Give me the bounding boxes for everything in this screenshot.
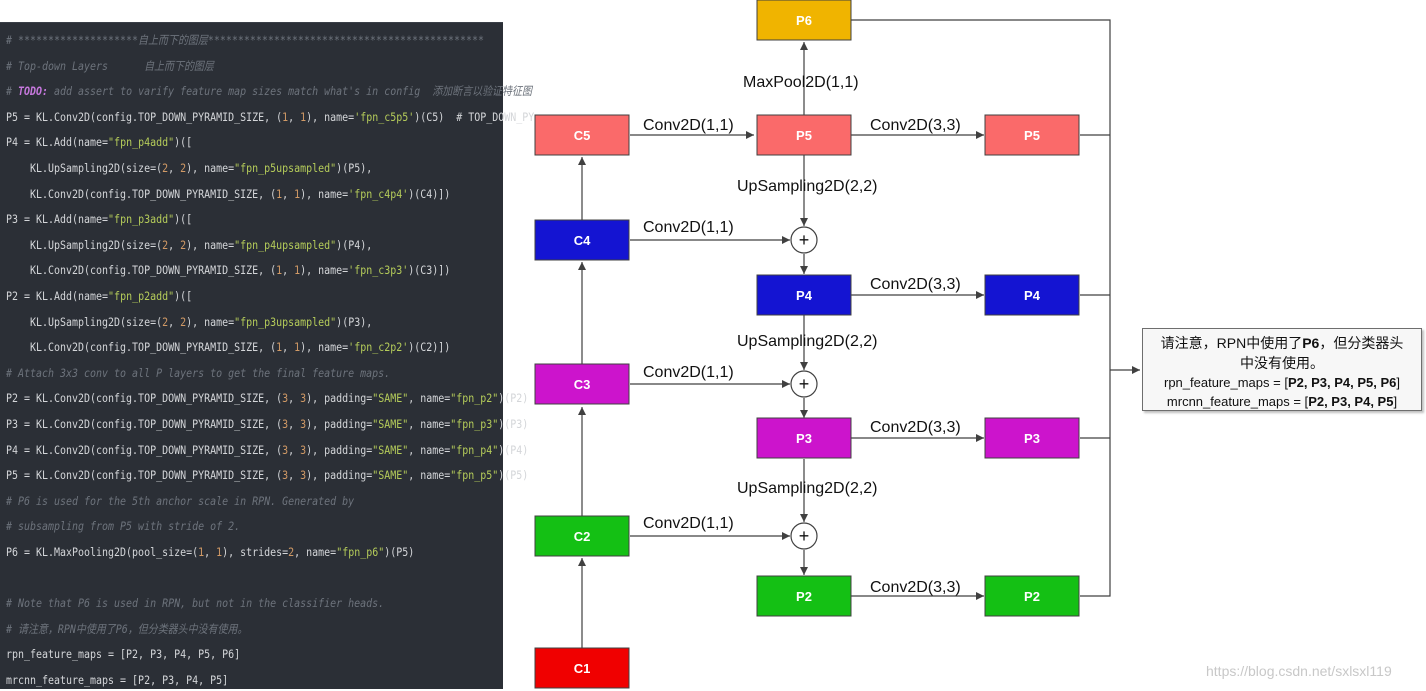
code-line: P4 = KL.Conv2D(config.TOP_DOWN_PYRAMID_S… [6,442,529,457]
collector-p6 [851,19,1111,597]
add-symbol: + [799,374,810,394]
code-line: KL.Conv2D(config.TOP_DOWN_PYRAMID_SIZE, … [6,340,451,355]
box-c1: C1 [534,647,630,689]
code-line: # Attach 3x3 conv to all P layers to get… [6,365,391,380]
code-line: KL.Conv2D(config.TOP_DOWN_PYRAMID_SIZE, … [6,263,451,278]
note-rpn-maps: rpn_feature_maps = [P2, P3, P4, P5, P6] [1164,375,1400,390]
add-node-3: + [790,370,818,398]
box-p4: P4 [756,274,852,316]
code-line: P3 = KL.Conv2D(config.TOP_DOWN_PYRAMID_S… [6,417,529,431]
box-c3: C3 [534,363,630,405]
box-c4: C4 [534,219,630,261]
edge-label-p5-conv: Conv2D(3,3) [870,117,961,134]
edge-label-c4-conv: Conv2D(1,1) [643,219,734,236]
box-label-p5-out: P5 [1024,128,1040,143]
box-label-p2: P2 [796,589,812,604]
edge-label-p4-conv: Conv2D(3,3) [870,276,961,293]
edge-label-c5-conv: Conv2D(1,1) [643,117,734,134]
add-symbol: + [799,230,810,250]
box-label-p4-out: P4 [1024,288,1041,303]
add-node-2: + [790,522,818,550]
box-p5: P5 [756,114,852,156]
edge-label-up-p5: UpSampling2D(2,2) [737,178,878,195]
code-line: P2 = KL.Add(name="fpn_p2add")([ [6,289,193,303]
box-p5-out: P5 [984,114,1080,156]
code-line: # TODO: add assert to varify feature map… [6,84,532,99]
box-p4-out: P4 [984,274,1080,316]
edge-label-c2-conv: Conv2D(1,1) [643,515,734,532]
note-line-1: 请注意，RPN中使用了P6，但分类器头 [1160,335,1404,351]
code-line: mrcnn_feature_maps = [P2, P3, P4, P5] [6,673,229,687]
code-line: KL.Conv2D(config.TOP_DOWN_PYRAMID_SIZE, … [6,186,451,201]
edge-label-up-p4: UpSampling2D(2,2) [737,333,878,350]
code-line: P6 = KL.MaxPooling2D(pool_size=(1, 1), s… [6,545,415,559]
box-c5: C5 [534,114,630,156]
code-line: P5 = KL.Conv2D(config.TOP_DOWN_PYRAMID_S… [6,468,529,483]
code-line: # Note that P6 is used in RPN, but not i… [6,596,385,611]
edge-label-p3-conv: Conv2D(3,3) [870,419,961,436]
note-mrcnn-maps: mrcnn_feature_maps = [P2, P3, P4, P5] [1166,394,1398,409]
box-label-p2-out: P2 [1024,589,1040,604]
box-c2: C2 [534,515,630,557]
note-line-2: 中没有使用。 [1240,355,1324,371]
box-label-c2: C2 [574,529,591,544]
box-label-p3: P3 [796,431,812,446]
code-line: # ********************自上而下的图层***********… [6,33,484,47]
code-line: P2 = KL.Conv2D(config.TOP_DOWN_PYRAMID_S… [6,391,529,406]
box-label-p3-out: P3 [1024,431,1040,446]
code-line: P4 = KL.Add(name="fpn_p4add")([ [6,135,193,150]
box-p3-out: P3 [984,417,1080,459]
code-line: rpn_feature_maps = [P2, P3, P4, P5, P6] [6,647,241,662]
code-editor-panel: # ********************自上而下的图层***********… [0,22,534,689]
box-label-p6: P6 [796,13,812,28]
box-label-c4: C4 [574,233,591,248]
code-line: # 请注意，RPN中使用了P6，但分类器头中没有使用。 [6,621,248,636]
box-p6: P6 [756,0,852,41]
box-label-p5: P5 [796,128,812,143]
box-label-c5: C5 [574,128,591,143]
add-node-4: + [790,226,818,254]
edge-label-up-p3: UpSampling2D(2,2) [737,480,878,497]
note-box: 请注意，RPN中使用了P6，但分类器头 中没有使用。 rpn_feature_m… [1142,328,1422,411]
code-line: KL.UpSampling2D(size=(2, 2), name="fpn_p… [6,161,373,175]
code-line: # P6 is used for the 5th anchor scale in… [6,493,355,508]
box-label-c1: C1 [574,661,591,676]
box-label-p4: P4 [796,288,813,303]
code-line: # subsampling from P5 with stride of 2. [6,519,241,534]
edge-label-c3-conv: Conv2D(1,1) [643,364,734,381]
box-label-c3: C3 [574,377,591,392]
code-line: # Top-down Layers 自上而下的图层 [6,58,214,73]
code-line: KL.UpSampling2D(size=(2, 2), name="fpn_p… [6,314,373,329]
edge-label-maxpool: MaxPool2D(1,1) [743,74,859,91]
box-p2: P2 [756,575,852,617]
add-symbol: + [799,526,810,546]
code-line: KL.UpSampling2D(size=(2, 2), name="fpn_p… [6,237,373,252]
code-line: P5 = KL.Conv2D(config.TOP_DOWN_PYRAMID_S… [6,109,535,124]
edge-label-p2-conv: Conv2D(3,3) [870,579,961,596]
watermark: https://blog.csdn.net/sxlsxl119 [1206,663,1392,679]
box-p2-out: P2 [984,575,1080,617]
box-p3: P3 [756,417,852,459]
code-line: P3 = KL.Add(name="fpn_p3add")([ [6,212,193,227]
